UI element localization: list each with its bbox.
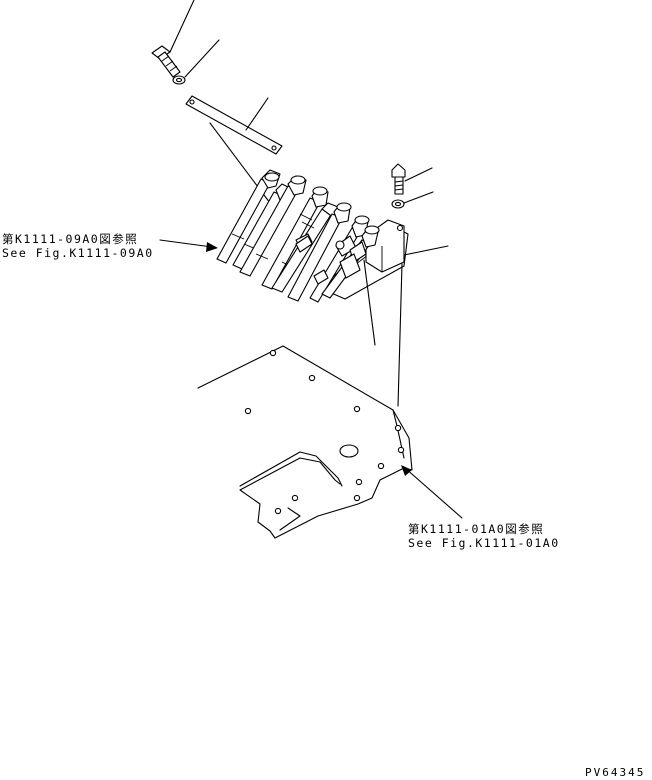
floor-plate	[197, 345, 413, 539]
callout-bottom: 第K1111-01A0図参照 See Fig.K1111-01A0	[408, 522, 560, 550]
leader-bolt-top	[169, 0, 195, 53]
leader-bolt-right	[404, 167, 433, 182]
arrow-bottom-callout	[401, 465, 463, 519]
callout-left-jp: 第K1111-09A0図参照	[2, 232, 139, 246]
bolt-top	[151, 45, 181, 78]
callout-left-en: See Fig.K1111-09A0	[2, 246, 154, 260]
leader-washer-right	[403, 191, 434, 204]
leader-valve-down	[363, 259, 376, 346]
callout-bottom-jp: 第K1111-01A0図参照	[408, 522, 545, 536]
washer-right	[391, 199, 405, 209]
leader-valve-bracket	[403, 245, 449, 256]
valve-lever-assembly	[216, 169, 409, 303]
callout-bottom-en: See Fig.K1111-01A0	[408, 536, 560, 550]
leader-bracket-to-floor	[397, 263, 403, 407]
strap-plate	[185, 95, 283, 155]
bolt-right	[391, 163, 406, 195]
arrow-left-callout	[159, 239, 218, 252]
drawing-number: PV64345	[585, 766, 646, 779]
leader-strap	[245, 97, 269, 131]
callout-left: 第K1111-09A0図参照 See Fig.K1111-09A0	[2, 232, 154, 260]
leader-washer-top	[184, 39, 220, 78]
washer-top	[172, 75, 186, 85]
